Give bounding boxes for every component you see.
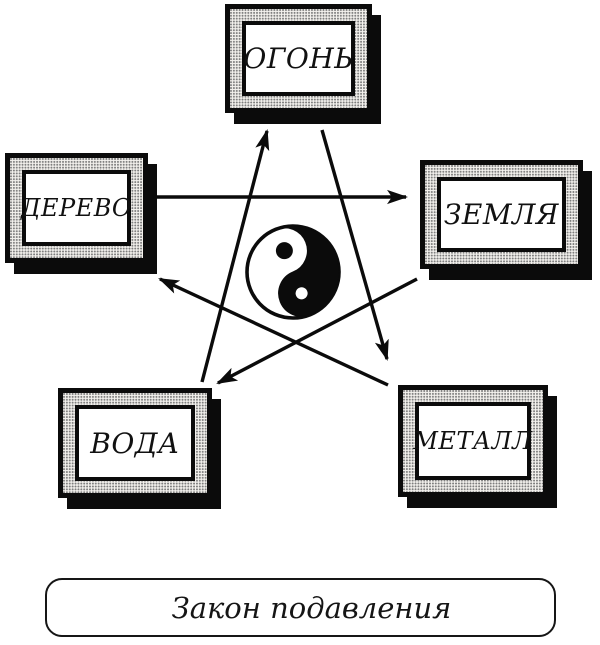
element-box-fire-inner: ОГОНЬ — [242, 21, 355, 96]
element-box-fire: ОГОНЬ — [225, 4, 372, 113]
arrow-water-to-fire — [200, 128, 270, 383]
element-box-metal-inner: МЕТАЛЛ — [413, 402, 533, 480]
element-label-metal: МЕТАЛЛ — [413, 427, 533, 455]
yin-yang-icon — [245, 224, 341, 320]
suppression-arrows-layer — [155, 128, 418, 387]
arrow-metal-to-wood — [158, 277, 389, 387]
element-label-water: ВОДА — [90, 426, 180, 460]
caption-box: Закон подавления — [45, 578, 556, 637]
element-label-fire: ОГОНЬ — [243, 42, 354, 75]
caption-label: Закон подавления — [171, 590, 452, 625]
element-box-wood-inner: ДЕРЕВО — [21, 170, 133, 246]
element-box-water-inner: ВОДА — [75, 405, 195, 481]
arrow-fire-to-metal — [320, 129, 389, 362]
element-label-earth: ЗЕМЛЯ — [443, 198, 560, 231]
arrow-earth-to-water — [216, 277, 418, 385]
element-box-earth-inner: ЗЕМЛЯ — [437, 177, 566, 252]
element-label-wood: ДЕРЕВО — [21, 194, 133, 222]
element-box-earth: ЗЕМЛЯ — [420, 160, 583, 269]
element-box-metal: МЕТАЛЛ — [398, 385, 548, 497]
element-box-water: ВОДА — [58, 388, 212, 498]
element-box-wood: ДЕРЕВО — [5, 153, 148, 263]
